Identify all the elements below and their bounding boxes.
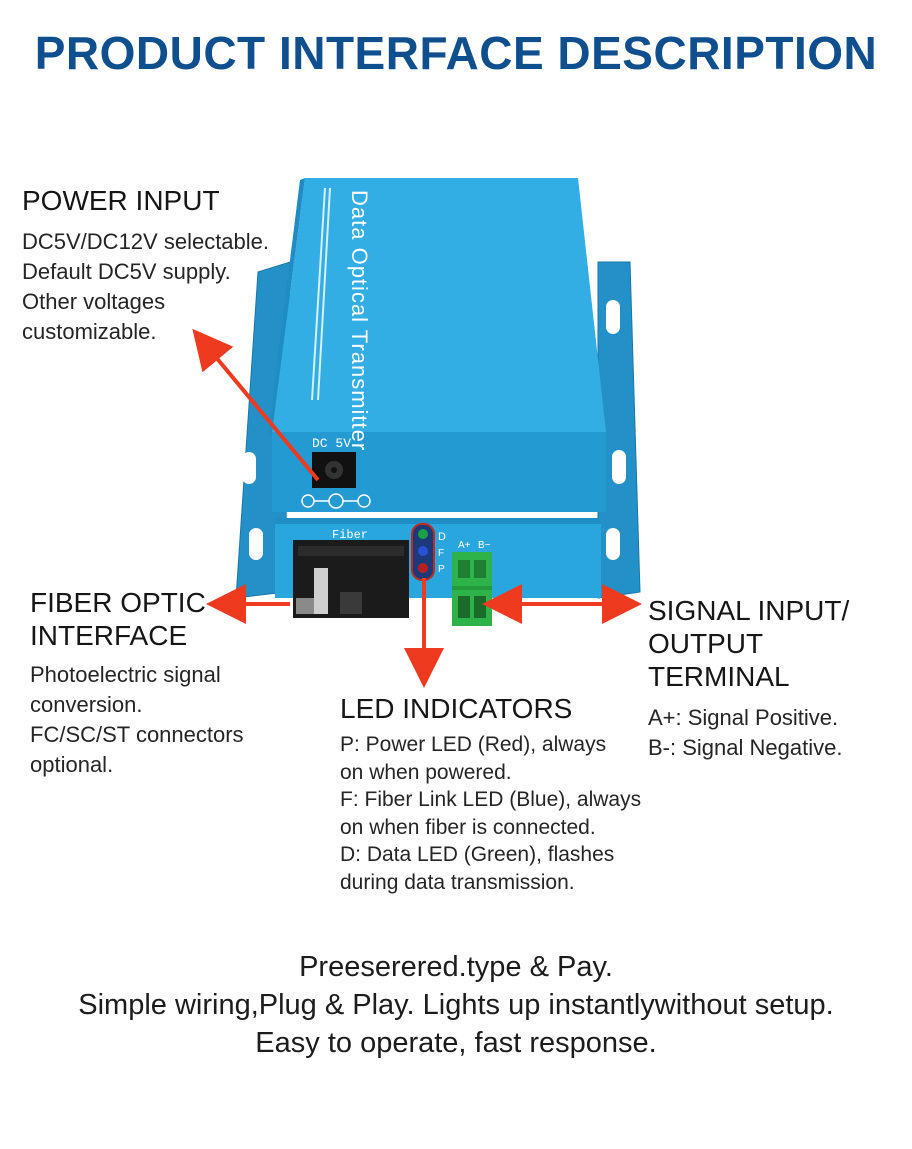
- fiber-sc-connector: [293, 540, 409, 618]
- led-line: on when fiber is connected.: [340, 815, 596, 839]
- signal-terminal-heading: SIGNAL INPUT/ OUTPUT TERMINAL: [648, 594, 910, 693]
- led-indicators-callout: LED INDICATORS P: Power LED (Red), alway…: [340, 692, 700, 896]
- svg-text:B−: B−: [478, 540, 491, 551]
- svg-text:P: P: [438, 564, 445, 575]
- fiber-led: [418, 546, 428, 556]
- fiber-heading-line: FIBER OPTIC: [30, 587, 206, 618]
- footer-line: Preeserered.type & Pay.: [299, 951, 613, 983]
- lower-unit: Fiber D F P A+ B−: [275, 518, 601, 626]
- fiber-line: FC/SC/ST connectors: [30, 722, 244, 747]
- svg-text:F: F: [438, 548, 444, 559]
- polarity-symbol: [301, 493, 371, 509]
- power-line: DC5V/DC12V selectable.: [22, 229, 270, 254]
- footer-line: Easy to operate, fast response.: [255, 1027, 657, 1059]
- data-led: [418, 529, 428, 539]
- led-line: on when powered.: [340, 760, 512, 784]
- signal-heading-line: OUTPUT TERMINAL: [648, 628, 790, 692]
- led-line: during data transmission.: [340, 870, 575, 894]
- signal-terminal-description: A+: Signal Positive. B-: Signal Negative…: [648, 703, 910, 763]
- power-led: [418, 563, 428, 573]
- fiber-line: conversion.: [30, 692, 143, 717]
- fiber-line: optional.: [30, 752, 114, 777]
- callout-arrows: [192, 328, 642, 688]
- led-indicators-heading: LED INDICATORS: [340, 693, 573, 724]
- footer-line: Simple wiring,Plug & Play. Lights up ins…: [78, 989, 834, 1021]
- power-line: Other voltages: [22, 289, 166, 314]
- fiber-port-label: Fiber: [332, 528, 368, 542]
- power-line: Default DC5V supply.: [22, 259, 231, 284]
- fiber-interface-description: Photoelectric signal conversion. FC/SC/S…: [30, 660, 290, 780]
- signal-heading-line: SIGNAL INPUT/: [648, 595, 850, 626]
- fiber-line: Photoelectric signal: [30, 662, 221, 687]
- power-input-description: DC5V/DC12V selectable. Default DC5V supp…: [22, 227, 302, 347]
- rear-voltage-label: DC 5V: [312, 436, 351, 451]
- led-line: P: Power LED (Red), always: [340, 733, 607, 756]
- mounting-flange-left: [235, 261, 291, 599]
- signal-terminal-callout: SIGNAL INPUT/ OUTPUT TERMINAL A+: Signal…: [648, 594, 910, 763]
- signal-line: A+: Signal Positive.: [648, 705, 839, 730]
- led-line: D: Data LED (Green), flashes: [340, 843, 615, 866]
- led-line: F: Fiber Link LED (Blue), always: [340, 788, 642, 811]
- upper-unit: Data Optical Transmitter DC 5V: [268, 178, 606, 512]
- device-top-label: Data Optical Transmitter: [347, 190, 372, 451]
- page-title: PRODUCT INTERFACE DESCRIPTION: [34, 27, 878, 79]
- power-input-callout: POWER INPUT DC5V/DC12V selectable. Defau…: [22, 184, 302, 347]
- fiber-interface-callout: FIBER OPTIC INTERFACE Photoelectric sign…: [30, 586, 290, 780]
- footer-tagline: Preeserered.type & Pay. Simple wiring,Pl…: [0, 948, 912, 1062]
- power-line: customizable.: [22, 319, 157, 344]
- power-arrow: [192, 328, 320, 482]
- fiber-heading-line: INTERFACE: [30, 620, 188, 651]
- led-indicators-description: P: Power LED (Red), always on when power…: [340, 731, 700, 896]
- svg-text:A+: A+: [458, 540, 471, 551]
- signal-terminal-block: [452, 552, 492, 626]
- svg-text:D: D: [438, 531, 446, 543]
- power-input-heading: POWER INPUT: [22, 185, 220, 216]
- led-indicator-group: D F P: [411, 523, 446, 581]
- fiber-interface-heading: FIBER OPTIC INTERFACE: [30, 586, 290, 652]
- signal-line: B-: Signal Negative.: [648, 735, 843, 760]
